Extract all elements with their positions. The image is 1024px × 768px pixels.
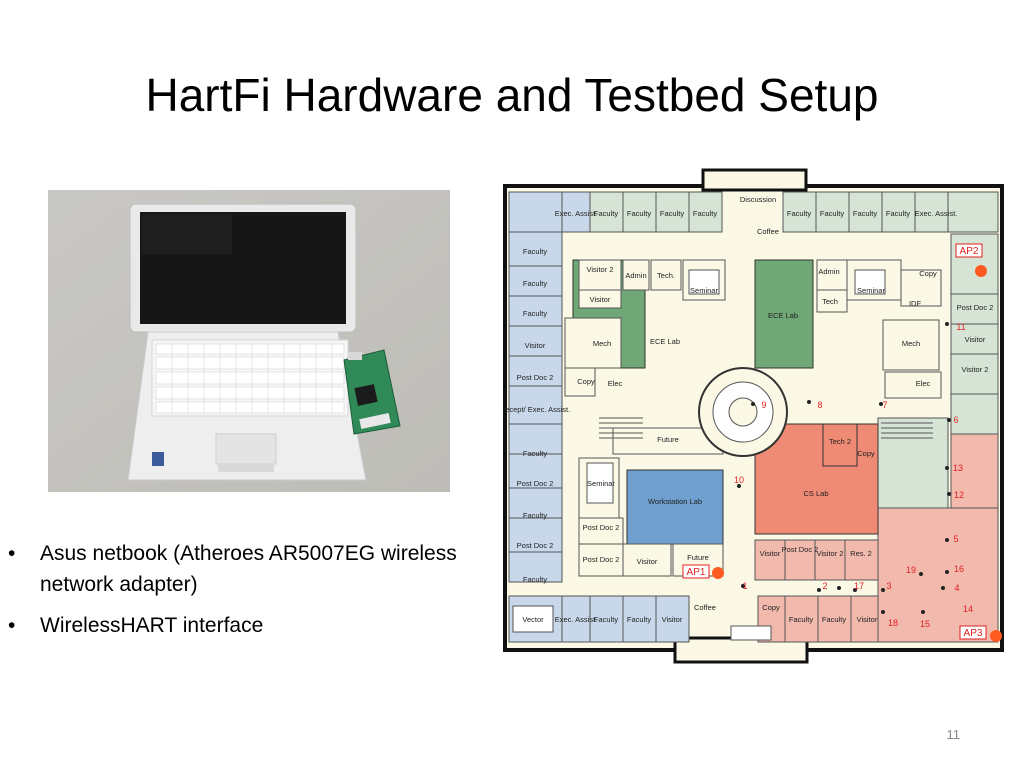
svg-text:Seminar: Seminar (857, 286, 885, 295)
svg-text:Vector: Vector (522, 615, 544, 624)
svg-text:Copy: Copy (857, 449, 875, 458)
svg-text:Copy: Copy (919, 269, 937, 278)
svg-text:Admin: Admin (818, 267, 839, 276)
node-18: 18 (888, 618, 898, 628)
bullet-wirelesshart: •WirelessHART interface (8, 614, 264, 637)
svg-text:Faculty: Faculty (853, 209, 877, 218)
svg-text:Visitor 2: Visitor 2 (587, 265, 614, 274)
svg-text:Seminar: Seminar (587, 479, 615, 488)
svg-text:Admin: Admin (625, 271, 646, 280)
svg-text:Post Doc 2: Post Doc 2 (517, 541, 554, 550)
node-9: 9 (761, 400, 766, 410)
page-number: 11 (946, 727, 961, 742)
bullet-netbook: •Asus netbook (Atheroes AR5007EG wireles… (8, 542, 457, 596)
svg-text:AP2: AP2 (960, 246, 979, 257)
netbook-photo (48, 190, 450, 492)
svg-text:Post Doc 2: Post Doc 2 (517, 479, 554, 488)
node-12: 12 (954, 490, 964, 500)
svg-text:Faculty: Faculty (822, 615, 846, 624)
svg-text:Visitor: Visitor (525, 341, 546, 350)
node-15: 15 (920, 619, 930, 629)
node-2: 2 (822, 581, 827, 591)
svg-text:Visitor: Visitor (965, 335, 986, 344)
svg-text:Visitor: Visitor (857, 615, 878, 624)
svg-text:CS Lab: CS Lab (803, 489, 828, 498)
svg-text:Visitor: Visitor (662, 615, 683, 624)
node-13: 13 (953, 463, 963, 473)
node-19: 19 (906, 565, 916, 575)
svg-text:Tech.: Tech. (657, 271, 675, 280)
node-4: 4 (954, 583, 959, 593)
svg-text:Recept/ Exec. Assist.: Recept/ Exec. Assist. (503, 405, 570, 414)
svg-text:Visitor: Visitor (637, 557, 658, 566)
slide-title: HartFi Hardware and Testbed Setup (145, 69, 879, 121)
svg-text:Faculty: Faculty (523, 279, 547, 288)
ap2-marker: AP2 (955, 243, 987, 277)
svg-text:Faculty: Faculty (627, 615, 651, 624)
svg-text:Post Doc 2: Post Doc 2 (782, 545, 819, 554)
node-14: 14 (963, 604, 973, 614)
node-3: 3 (886, 581, 891, 591)
svg-text:Faculty: Faculty (523, 309, 547, 318)
svg-text:Visitor 2: Visitor 2 (817, 549, 844, 558)
svg-text:Faculty: Faculty (787, 209, 811, 218)
svg-text:Seminar: Seminar (690, 286, 718, 295)
svg-text:Faculty: Faculty (789, 615, 813, 624)
ap3-marker: AP3 (959, 625, 1002, 642)
svg-text:Faculty: Faculty (820, 209, 844, 218)
svg-text:ECE Lab: ECE Lab (768, 311, 798, 320)
svg-text:Tech: Tech (822, 297, 838, 306)
node-5: 5 (953, 534, 958, 544)
ap1-marker: AP1 (682, 564, 724, 579)
svg-text:Coffee: Coffee (694, 603, 716, 612)
node-11: 11 (956, 322, 965, 332)
svg-text:Future: Future (657, 435, 679, 444)
node-17: 17 (854, 581, 864, 591)
svg-text:Faculty: Faculty (594, 209, 618, 218)
svg-text:Mech: Mech (902, 339, 920, 348)
svg-text:Faculty: Faculty (594, 615, 618, 624)
svg-text:Copy: Copy (762, 603, 780, 612)
node-10: 10 (734, 475, 744, 485)
svg-text:Exec. Assist.: Exec. Assist. (555, 615, 598, 624)
node-6: 6 (953, 415, 958, 425)
svg-text:Visitor: Visitor (590, 295, 611, 304)
bullet-list: •Asus netbook (Atheroes AR5007EG wireles… (8, 538, 478, 651)
svg-text:Exec. Assist.: Exec. Assist. (555, 209, 598, 218)
node-16: 16 (954, 564, 964, 574)
svg-text:Faculty: Faculty (886, 209, 910, 218)
testbed-floor-plan: Discussion Exec. Assist. Faculty Faculty… (503, 168, 1004, 664)
svg-text:Workstation Lab: Workstation Lab (648, 497, 702, 506)
node-8: 8 (817, 400, 822, 410)
svg-text:Faculty: Faculty (523, 247, 547, 256)
svg-text:ECE Lab: ECE Lab (650, 337, 680, 346)
svg-text:Tech 2: Tech 2 (829, 437, 851, 446)
svg-text:Faculty: Faculty (693, 209, 717, 218)
node-1: 1 (742, 581, 747, 591)
svg-text:Res. 2: Res. 2 (850, 549, 872, 558)
svg-text:IDF: IDF (909, 299, 922, 308)
svg-text:Elec: Elec (608, 379, 623, 388)
svg-text:Faculty: Faculty (523, 575, 547, 584)
svg-text:AP1: AP1 (687, 567, 706, 578)
svg-text:Elec: Elec (916, 379, 931, 388)
svg-text:Post Doc 2: Post Doc 2 (583, 555, 620, 564)
svg-text:AP3: AP3 (964, 628, 983, 639)
svg-text:Faculty: Faculty (660, 209, 684, 218)
svg-text:Future: Future (687, 553, 709, 562)
svg-text:Post Doc 2: Post Doc 2 (517, 373, 554, 382)
label-discussion: Discussion (740, 195, 776, 204)
svg-text:Post Doc 2: Post Doc 2 (957, 303, 994, 312)
svg-text:Mech: Mech (593, 339, 611, 348)
node-7: 7 (882, 400, 887, 410)
svg-text:Copy: Copy (577, 377, 595, 386)
svg-text:Visitor: Visitor (760, 549, 781, 558)
svg-text:Faculty: Faculty (627, 209, 651, 218)
svg-text:Faculty: Faculty (523, 511, 547, 520)
svg-text:Exec. Assist.: Exec. Assist. (915, 209, 958, 218)
svg-text:Faculty: Faculty (523, 449, 547, 458)
svg-text:Post Doc 2: Post Doc 2 (583, 523, 620, 532)
svg-text:Coffee: Coffee (757, 227, 779, 236)
svg-text:Visitor 2: Visitor 2 (962, 365, 989, 374)
